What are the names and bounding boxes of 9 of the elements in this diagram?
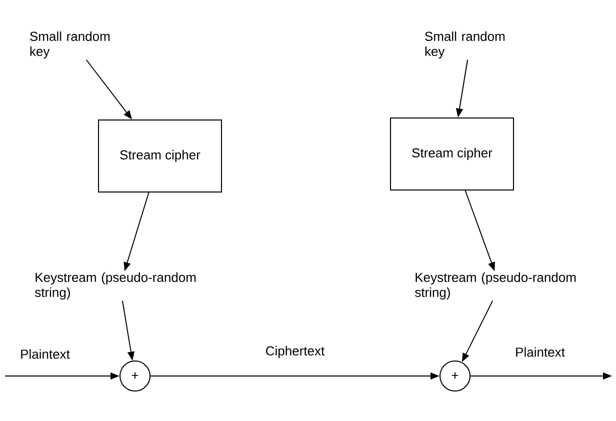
label-text: Keystream (pseudo-random string)	[35, 272, 196, 300]
label-text: Keystream (pseudo-random string)	[415, 272, 576, 300]
process-box: Stream cipher	[98, 120, 222, 192]
label-text: Small random key	[30, 31, 110, 59]
process-box: Stream cipher	[390, 118, 514, 190]
label-text: Small random key	[425, 31, 505, 59]
edge-label: Ciphertext	[266, 346, 325, 358]
edge-label: Plaintext	[21, 349, 70, 359]
edge-label: Plaintext	[516, 347, 565, 357]
